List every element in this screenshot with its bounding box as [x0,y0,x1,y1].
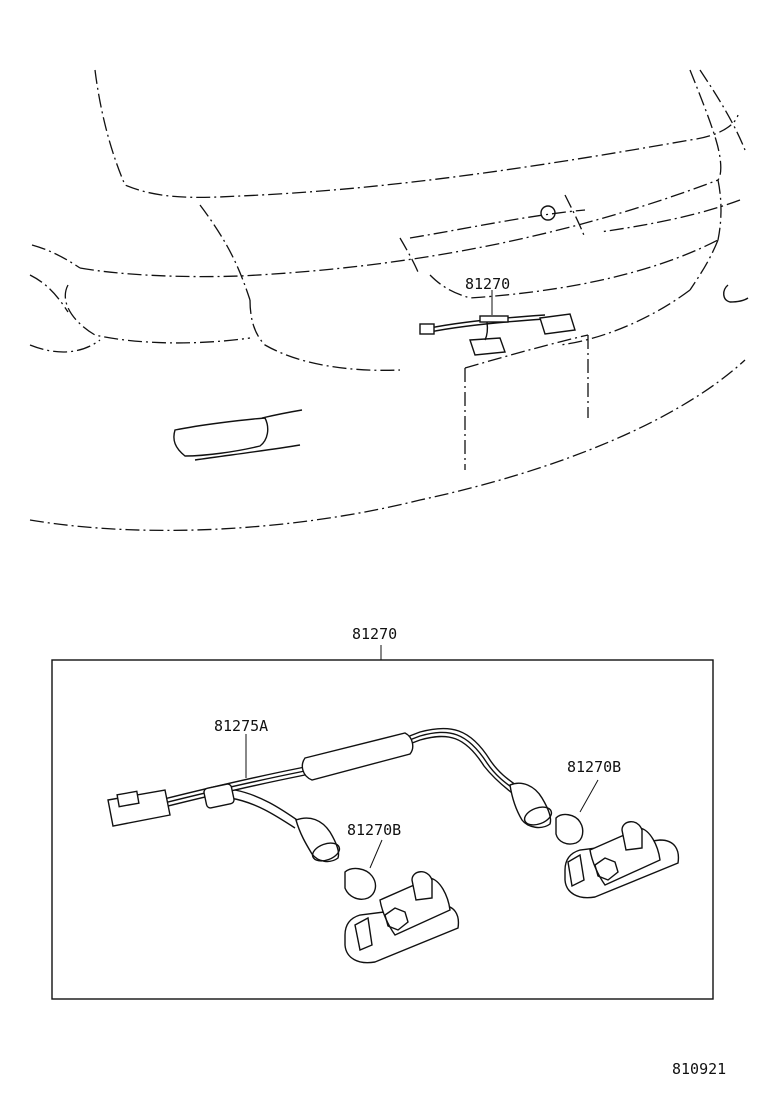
bulb-right [555,779,599,845]
lamp-housing-left [344,871,460,964]
socket-right [509,782,553,829]
socket-left [295,817,341,863]
callout-81270B-left: 81270B [347,821,401,839]
lamp-housing-right [564,821,680,899]
bulb-left [344,839,383,900]
callout-81275A: 81275A [214,717,268,735]
license-lamp-on-car [419,313,576,356]
callout-81270-car: 81270 [465,275,510,293]
callout-81270-assembly: 81270 [352,625,397,643]
wire-harness [107,727,553,863]
page-code: 810921 [672,1060,726,1078]
assembly-box [51,659,714,1000]
vehicle-rear-view: 81270 [29,69,749,532]
callout-81270B-right: 81270B [567,758,621,776]
